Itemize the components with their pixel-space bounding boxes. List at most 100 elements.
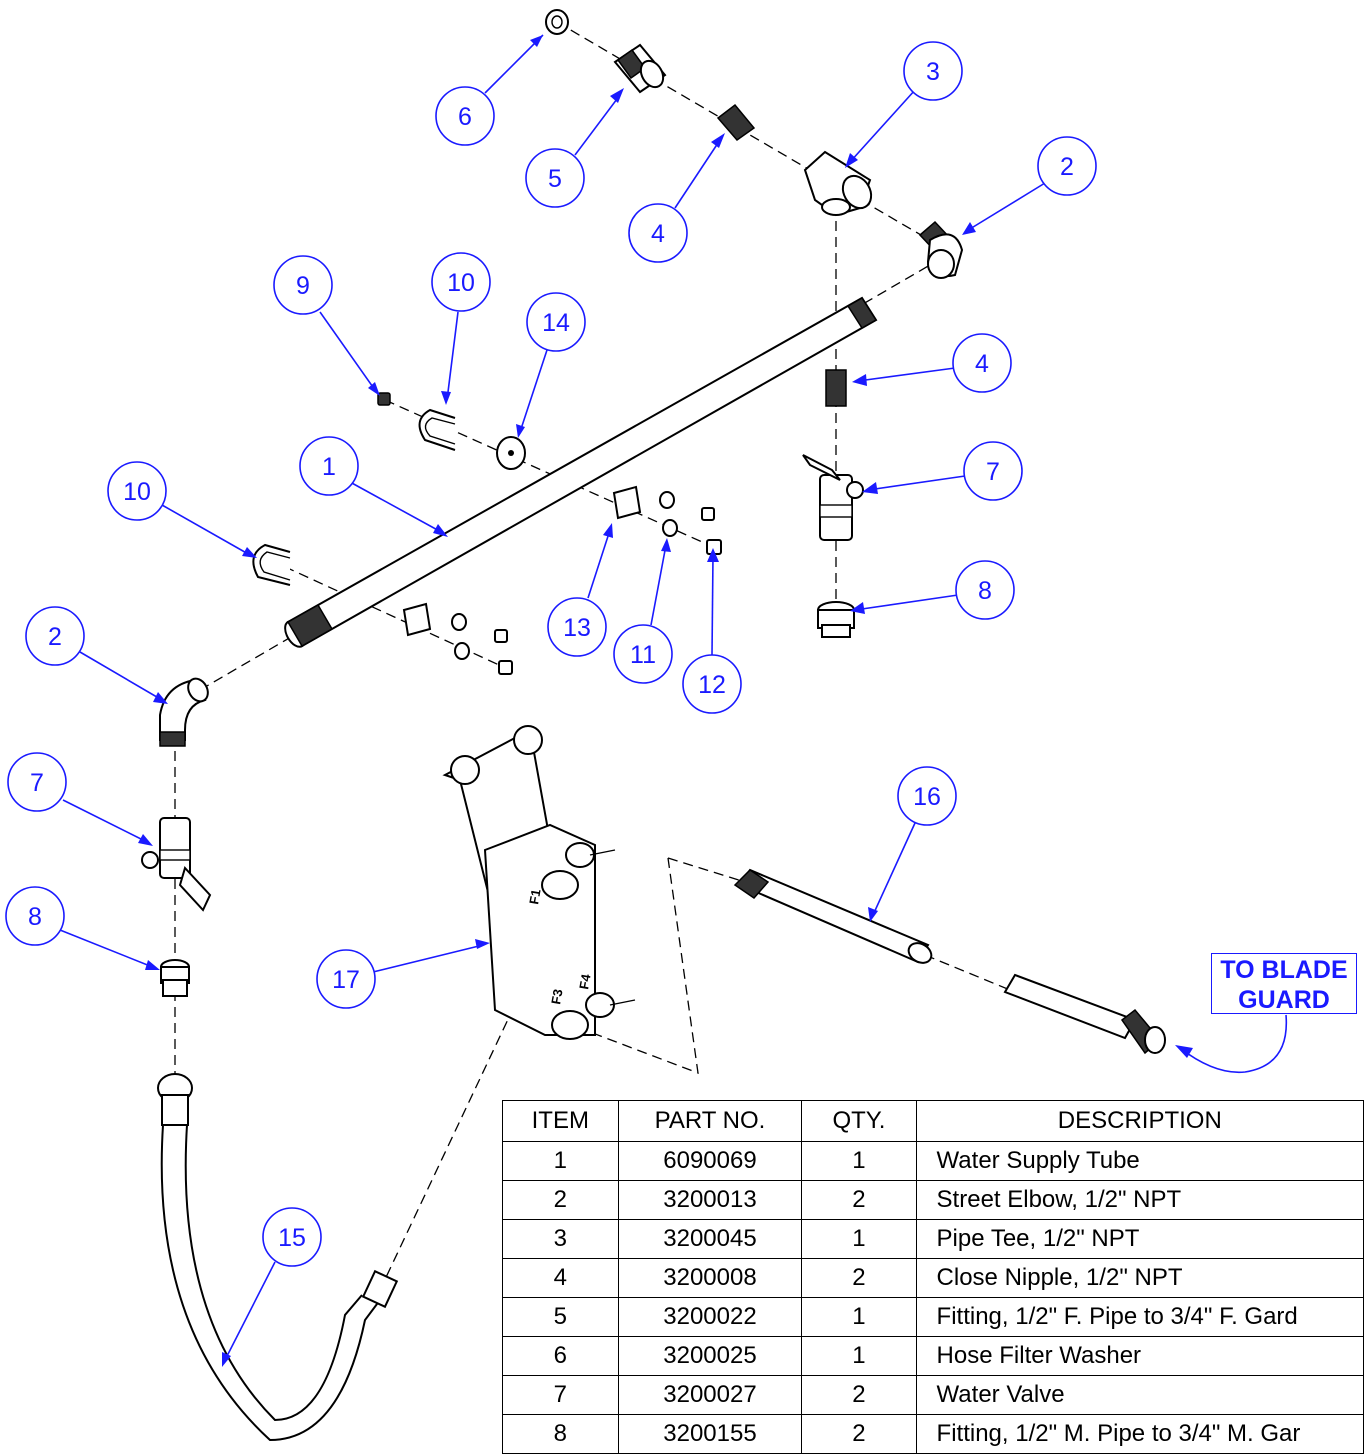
svg-text:17: 17 [332,966,360,994]
cell-description: Hose Filter Washer [915,1336,1364,1376]
cell-qty: 1 [801,1297,917,1337]
clamp-plate-upper [612,485,642,520]
balloon-13: 13 [547,597,607,657]
cell-item: 7 [502,1375,619,1415]
pipe-tee [803,150,873,217]
svg-text:5: 5 [548,165,562,193]
svg-text:3: 3 [926,58,940,86]
cell-description: Close Nipple, 1/2" NPT [915,1258,1364,1298]
balloon-7-right: 7 [963,441,1023,501]
hose [157,1073,399,1442]
balloon-7-left: 7 [7,752,67,812]
table-row: 8 3200155 2 Fitting, 1/2" M. Pipe to 3/4… [502,1414,1364,1454]
header-description: DESCRIPTION [915,1100,1364,1142]
balloon-2-top: 2 [1037,136,1097,196]
garden-fitting-left [160,959,190,997]
u-bolt-upper [418,408,456,451]
hose-filter-washer [545,9,569,35]
water-supply-tube [284,296,878,648]
parts: F1 F3 F4 [141,9,1166,1442]
cell-item: 6 [502,1336,619,1376]
svg-text:10: 10 [123,478,151,506]
balloon-10-top: 10 [431,252,491,312]
callout-line-1: TO BLADE [1220,956,1348,984]
cell-part-no: 3200155 [617,1414,803,1454]
svg-text:1: 1 [322,453,336,481]
cell-part-no: 3200008 [617,1258,803,1298]
balloon-8-right: 8 [955,560,1015,620]
close-nipple-right [825,369,847,407]
svg-text:8: 8 [978,577,992,605]
garden-fitting-right [817,601,855,638]
svg-text:4: 4 [651,220,665,248]
balloon-4-right: 4 [952,333,1012,393]
svg-text:8: 8 [28,903,42,931]
close-nipple-top [716,103,756,142]
garden-fitting-top [613,43,667,94]
table-row: 2 3200013 2 Street Elbow, 1/2" NPT [502,1180,1364,1220]
svg-text:2: 2 [1060,153,1074,181]
u-bolt-lower [252,543,291,586]
fitting-label-f3: F3 [548,988,565,1006]
header-qty: QTY. [801,1100,917,1142]
table-row: 6 3200025 1 Hose Filter Washer [502,1336,1364,1376]
cell-qty: 2 [801,1180,917,1220]
balloon-17: 17 [316,949,376,1009]
balloon-3: 3 [903,41,963,101]
table-row: 3 3200045 1 Pipe Tee, 1/2" NPT [502,1219,1364,1259]
svg-text:11: 11 [630,641,656,669]
cell-description: Water Valve [915,1375,1364,1415]
header-part-no: PART NO. [617,1100,803,1142]
cell-description: Fitting, 1/2" F. Pipe to 3/4" F. Gard [915,1297,1364,1337]
street-elbow-top [918,220,964,279]
spacer [496,436,526,470]
valve-bracket: F1 F3 F4 [442,725,636,1040]
svg-text:14: 14 [542,309,570,337]
nut-small [377,392,391,406]
cell-item: 8 [502,1414,619,1454]
balloon-2-left: 2 [25,606,85,666]
balloon-14: 14 [526,292,586,352]
svg-text:16: 16 [913,783,941,811]
cell-qty: 1 [801,1336,917,1376]
cell-item: 3 [502,1219,619,1259]
balloon-1: 1 [299,436,359,496]
fitting-label-f4: F4 [576,972,594,990]
balloon-10-left: 10 [107,461,167,521]
cell-part-no: 3200025 [617,1336,803,1376]
item-balloons: 6 5 4 3 2 9 10 14 4 1 7 10 8 13 11 12 2 … [5,41,1097,1267]
table-row: 1 6090069 1 Water Supply Tube [502,1141,1364,1181]
cell-description: Water Supply Tube [915,1141,1364,1181]
cell-description: Street Elbow, 1/2" NPT [915,1180,1364,1220]
cell-item: 2 [502,1180,619,1220]
to-blade-guard-callout: TO BLADE GUARD [1211,953,1357,1014]
balloon-11: 11 [613,624,673,684]
water-valve-right [802,454,864,541]
cell-description: Pipe Tee, 1/2" NPT [915,1219,1364,1259]
blade-hose [733,868,1166,1055]
svg-text:4: 4 [975,350,989,378]
svg-text:12: 12 [698,671,726,699]
svg-text:9: 9 [296,272,310,300]
cell-qty: 1 [801,1141,917,1181]
balloon-15: 15 [262,1207,322,1267]
balloon-9: 9 [273,255,333,315]
svg-text:10: 10 [447,269,475,297]
cell-part-no: 3200022 [617,1297,803,1337]
balloon-6: 6 [435,86,495,146]
table-row: 5 3200022 1 Fitting, 1/2" F. Pipe to 3/4… [502,1297,1364,1337]
cell-part-no: 3200027 [617,1375,803,1415]
leaders [59,34,1288,1361]
table-row: 7 3200027 2 Water Valve [502,1375,1364,1415]
svg-text:7: 7 [30,769,44,797]
svg-text:13: 13 [563,614,591,642]
svg-text:15: 15 [278,1224,306,1252]
svg-text:2: 2 [48,623,62,651]
table-row: 4 3200008 2 Close Nipple, 1/2" NPT [502,1258,1364,1298]
balloon-4-top: 4 [628,203,688,263]
balloon-8-left: 8 [5,886,65,946]
cell-part-no: 6090069 [617,1141,803,1181]
cell-item: 5 [502,1297,619,1337]
cell-item: 4 [502,1258,619,1298]
